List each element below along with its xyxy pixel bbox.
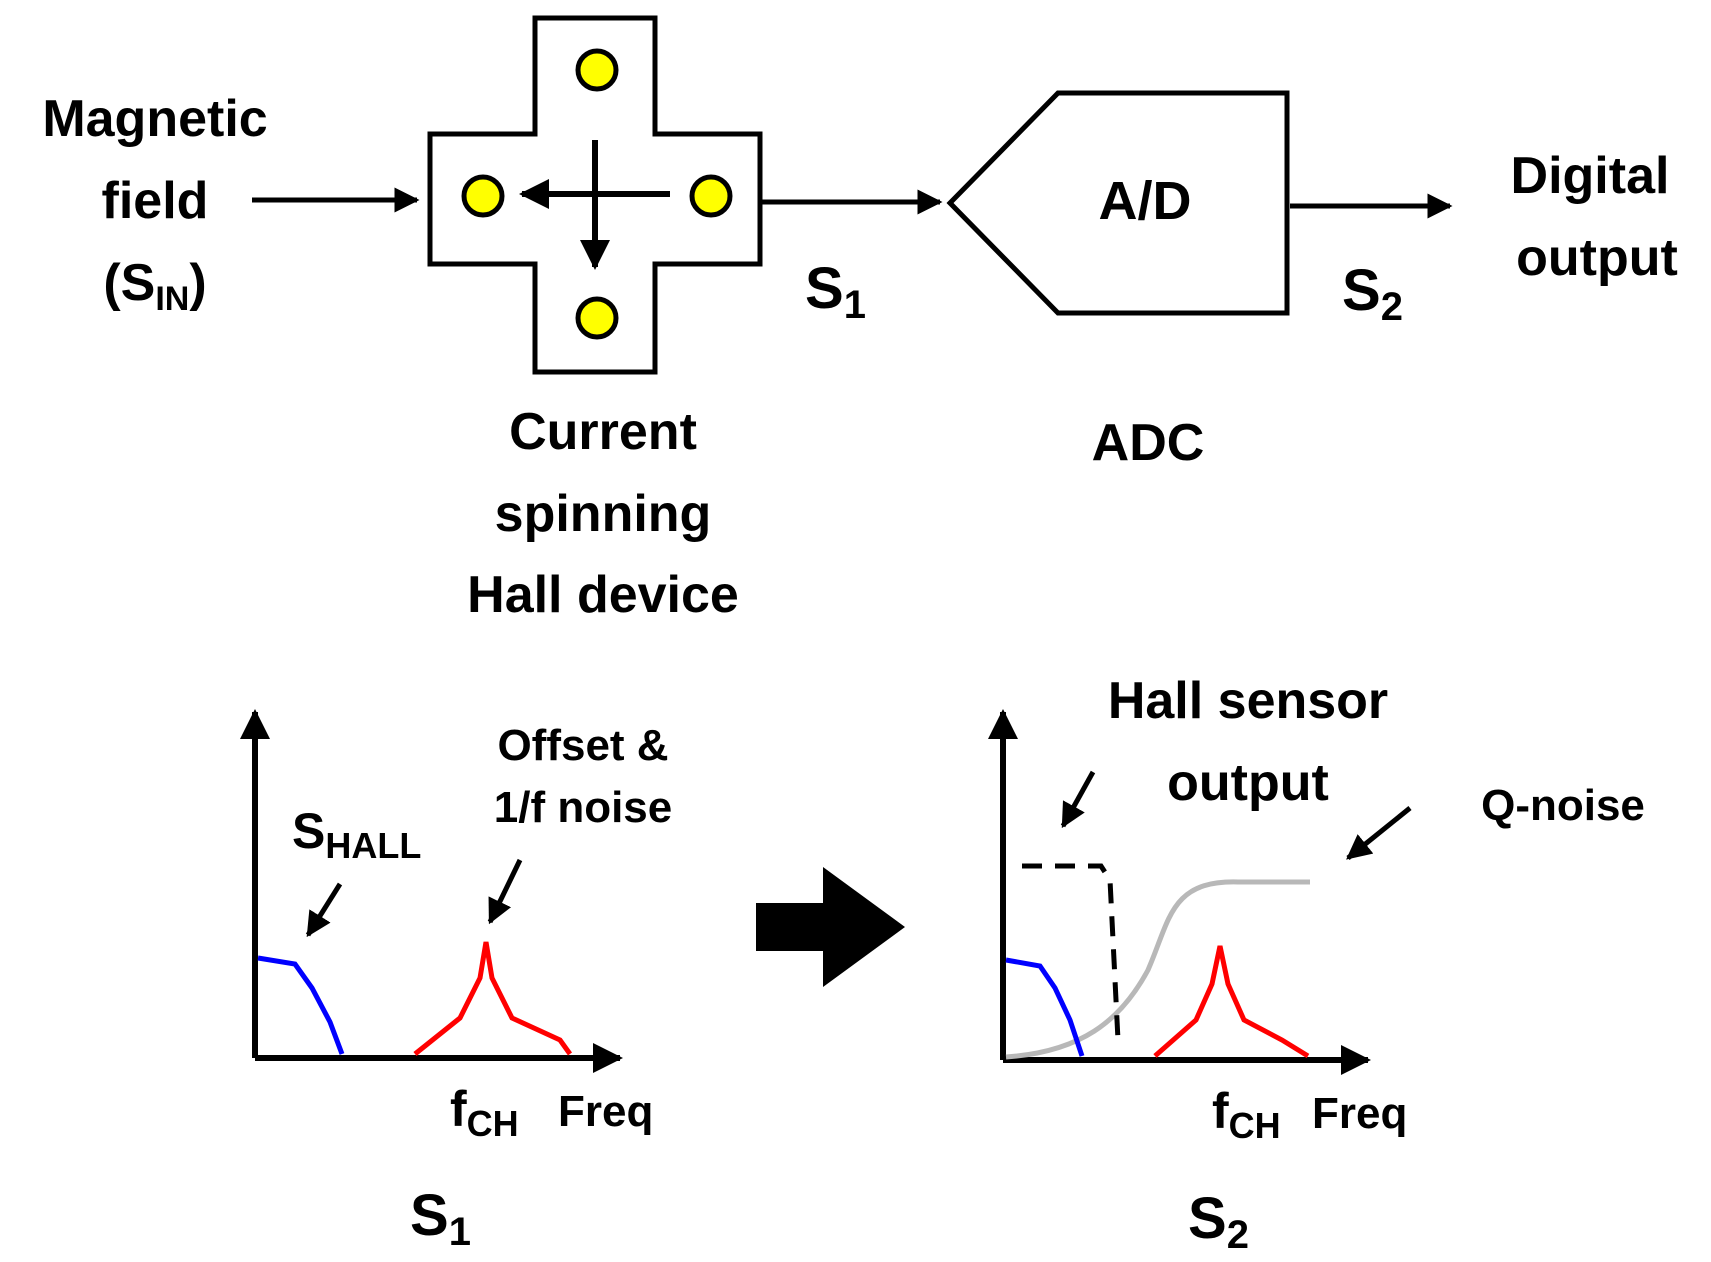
left-shall-label: SHALL (292, 803, 421, 866)
left-offset-pointer (487, 858, 523, 925)
left-fch-label: fCH (450, 1081, 519, 1144)
right-q-noise-curve (1005, 879, 1310, 1060)
right-sensor-label-line1: Hall sensor (1108, 672, 1388, 730)
left-offset-label-line2: 1/f noise (494, 783, 673, 832)
right-qnoise-pointer (1346, 806, 1412, 860)
left-shall-pointer (305, 882, 343, 938)
input-label-symbol: (SIN) (103, 254, 206, 318)
adc-outline (946, 90, 1290, 316)
right-sensor-label-line2: output (1167, 754, 1329, 812)
s1-label: S1 (805, 256, 866, 327)
hall-device-caption: Current spinning Hall device (467, 403, 739, 624)
right-qnoise-label: Q-noise (1481, 781, 1645, 830)
left-offset-label-line1: Offset & (497, 721, 668, 770)
right-sensor-output-curve (1022, 863, 1121, 1041)
left-offset-noise-peak (413, 941, 573, 1056)
right-spectrum-plot: Hall sensor output Q-noise fCH Freq S2 (988, 672, 1645, 1257)
hall-caption-line1: Current (509, 403, 697, 461)
input-label-line1: Magnetic (42, 90, 267, 148)
s2-label: S2 (1342, 258, 1403, 329)
left-plot-caption: S1 (410, 1183, 471, 1254)
output-label-line1: Digital (1511, 147, 1670, 205)
contact-right-icon (689, 174, 733, 218)
input-label-line2: field (102, 172, 209, 230)
hall-caption-line2: spinning (495, 485, 712, 543)
left-spectrum-plot: SHALL Offset & 1/f noise fCH Freq S1 (240, 709, 673, 1254)
right-fch-label: fCH (1212, 1083, 1281, 1146)
output-label: Digital output (1511, 147, 1678, 287)
hall-device (427, 15, 763, 375)
right-plot-caption: S2 (1188, 1186, 1249, 1257)
right-freq-label: Freq (1312, 1089, 1407, 1138)
left-freq-label: Freq (558, 1087, 653, 1136)
contact-top-icon (575, 48, 619, 92)
transition-arrow-icon (756, 867, 905, 987)
input-label: Magnetic field (SIN) (42, 90, 267, 318)
left-hall-signal-curve (257, 955, 345, 1055)
output-label-line2: output (1516, 229, 1678, 287)
right-offset-noise-peak (1153, 945, 1310, 1059)
hall-caption-line3: Hall device (467, 566, 739, 624)
right-sensor-pointer (1060, 770, 1096, 829)
adc-text: A/D (1099, 171, 1192, 231)
right-hall-signal-curve (1005, 957, 1085, 1057)
adc-caption: ADC (1092, 414, 1205, 472)
contact-bottom-icon (575, 296, 619, 340)
contact-left-icon (461, 174, 505, 218)
adc-block: A/D (946, 90, 1290, 316)
